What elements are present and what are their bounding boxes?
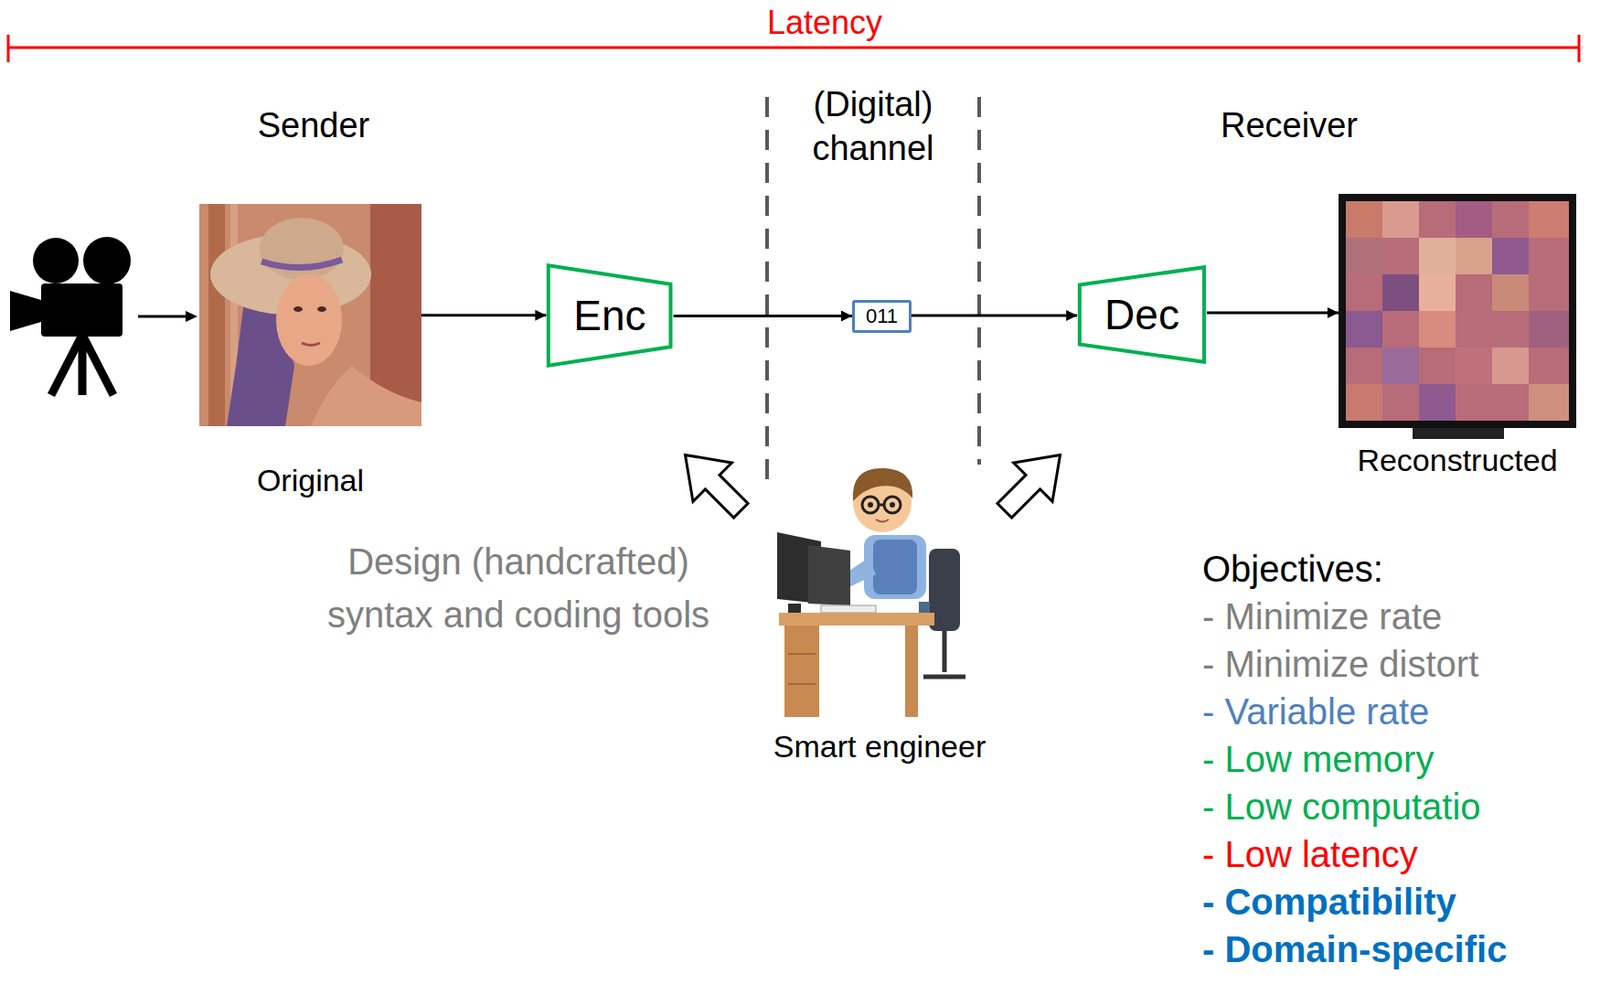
flow-arrow xyxy=(911,314,1078,318)
section-label: Sender xyxy=(176,103,451,148)
node-label: Enc xyxy=(573,291,646,341)
section-label: (Digital) channel xyxy=(777,82,970,171)
photo-node: Original xyxy=(199,203,422,427)
dimension-label: Latency xyxy=(678,1,971,43)
engineer-illustration xyxy=(777,468,966,717)
node-label: Dec xyxy=(1104,290,1180,340)
design-arrow xyxy=(665,435,760,530)
objective-item: - Low memory xyxy=(1202,736,1434,782)
list-heading: Objectives: xyxy=(1202,545,1384,592)
camera-arrow xyxy=(138,310,198,322)
section-label: Receiver xyxy=(1152,103,1427,148)
objective-item: - Minimize rate xyxy=(1202,593,1442,640)
figure-caption: Smart engineer xyxy=(733,726,1026,767)
objective-item: - Compatibility xyxy=(1202,878,1457,925)
trapezoid-outline xyxy=(548,265,672,365)
node-label: 011 xyxy=(865,304,898,328)
objective-item: - Minimize distort xyxy=(1202,640,1479,687)
node-caption: Reconstructed xyxy=(1228,442,1600,479)
objective-item: - Low computatio xyxy=(1202,783,1482,830)
design-arrow xyxy=(985,435,1080,530)
flow-arrow xyxy=(421,313,546,317)
bitstream-box: 011 xyxy=(852,299,912,333)
node-caption: Original xyxy=(89,462,532,499)
encoder-block: Enc xyxy=(545,263,673,368)
objective-item: - Domain-specific xyxy=(1202,926,1507,972)
decoder-block: Dec xyxy=(1077,265,1207,364)
monitor-node: Reconstructed xyxy=(1338,193,1577,428)
note-text: Design (handcrafted) syntax and coding t… xyxy=(317,534,720,641)
flow-arrow xyxy=(673,314,853,318)
objective-item: - Variable rate xyxy=(1202,688,1430,735)
original-photo xyxy=(199,203,422,427)
camera-icon xyxy=(10,236,131,395)
objective-item: - Low latency xyxy=(1202,831,1419,877)
flow-arrow xyxy=(1206,311,1339,315)
trapezoid-outline xyxy=(1079,266,1205,363)
reconstructed-monitor xyxy=(1338,193,1577,439)
